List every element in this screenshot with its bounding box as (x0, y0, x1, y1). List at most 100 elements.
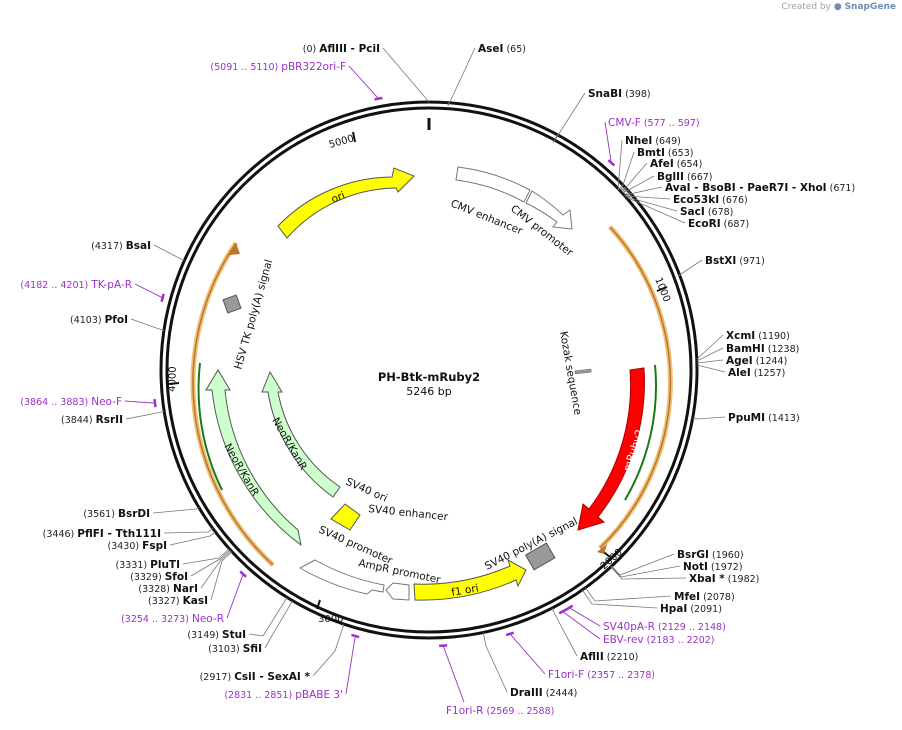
restriction-site[interactable]: (4317) BsaI (91, 240, 185, 261)
restriction-site[interactable]: NotI (1972) (610, 561, 743, 578)
site-leader-line (581, 589, 658, 609)
restriction-site[interactable]: AfeI (654) (621, 158, 702, 193)
site-leader-line (382, 47, 430, 103)
primer[interactable]: (4182 .. 4201) TK-pA-R (20, 279, 165, 303)
primer-leader-line (562, 611, 601, 640)
restriction-site[interactable]: XcmI (1190) (696, 330, 790, 360)
site-name: AgeI (726, 355, 753, 367)
site-label: NotI (1972) (683, 561, 743, 573)
restriction-site[interactable]: BglII (667) (622, 171, 713, 194)
site-leader-line (200, 550, 232, 589)
tick-label: 4000 (167, 366, 179, 392)
site-position: (1982) (728, 574, 760, 585)
primer-range: (2357 .. 2378) (587, 670, 655, 681)
restriction-site[interactable]: (3331) PluTI (116, 548, 230, 571)
restriction-site[interactable]: MfeI (2078) (585, 587, 735, 603)
restriction-site[interactable]: AleI (1257) (696, 364, 785, 379)
restriction-site[interactable]: BmtI (653) (620, 147, 694, 192)
site-position: (3103) (208, 644, 240, 655)
feature-ori[interactable]: ori (277, 167, 415, 239)
restriction-site[interactable]: NheI (649) (617, 135, 681, 192)
restriction-site[interactable]: (3446) PflFI - Tth111I (43, 528, 214, 540)
restriction-site[interactable]: BamHI (1238) (696, 343, 800, 362)
feature-kozak-sequence[interactable]: Kozak sequence (557, 330, 592, 416)
site-label: AseI (65) (478, 43, 526, 55)
site-label: XbaI * (1982) (689, 573, 759, 585)
primer-label: CMV-F (577 .. 597) (608, 117, 700, 129)
site-name: BstXI (705, 255, 736, 267)
restriction-site[interactable]: (3328) NarI (138, 550, 232, 595)
tick-label: 5000 (328, 133, 355, 151)
primer[interactable]: (3254 .. 3273) Neo-R (121, 570, 247, 625)
restriction-site[interactable]: Eco53kI (676) (625, 192, 748, 206)
restriction-site[interactable]: (0) AflIII - PciI (303, 43, 430, 103)
restriction-site[interactable]: BsrGI (1960) (611, 549, 744, 576)
primer[interactable]: F1ori-F (2357 .. 2378) (505, 631, 655, 681)
restriction-site[interactable]: (3329) SfoI (130, 549, 231, 583)
site-label: AvaI - BsoBI - PaeR7I - XhoI (671) (665, 182, 855, 194)
restriction-site[interactable]: EcoRI (687) (627, 194, 750, 230)
site-position: (3328) (138, 584, 170, 595)
primer[interactable]: (5091 .. 5110) pBR322ori-F (210, 61, 383, 101)
restriction-site[interactable]: AseI (65) (447, 43, 526, 107)
feature-neor-kanr-outer[interactable]: NeoR/KanR (205, 369, 302, 547)
site-leader-line (482, 632, 508, 693)
site-leader-line (617, 139, 624, 192)
restriction-site[interactable]: AvaI - BsoBI - PaeR7I - XhoI (671) (623, 182, 855, 196)
site-label: (3561) BsrDI (83, 508, 150, 520)
site-position: (676) (722, 195, 748, 206)
primer[interactable]: SV40pA-R (2129 .. 2148) (565, 604, 726, 633)
feature-sv40-ori[interactable]: SV40 ori (330, 476, 389, 531)
restriction-site[interactable]: BstXI (971) (677, 255, 765, 277)
restriction-site[interactable]: (3844) RsrII (61, 411, 165, 426)
site-name: AvaI - BsoBI - PaeR7I - XhoI (665, 182, 827, 194)
site-position: (687) (724, 219, 750, 230)
primer[interactable]: (3864 .. 3883) Neo-F (20, 396, 157, 408)
restriction-site[interactable]: (3327) KasI (148, 551, 233, 607)
restriction-site[interactable]: AgeI (1244) (696, 355, 787, 367)
site-leader-line (621, 162, 648, 193)
site-name: KasI (183, 595, 208, 607)
restriction-site[interactable]: (3149) StuI (187, 597, 288, 641)
feature-cmv-enhancer[interactable]: CMV enhancer (449, 166, 531, 238)
restriction-site[interactable]: (3430) FspI (108, 531, 216, 552)
feature-sv40-polya-signal[interactable]: SV40 poly(A) signal (483, 515, 580, 572)
primer[interactable]: (2831 .. 2851) pBABE 3' (224, 633, 360, 701)
site-label: BsrGI (1960) (677, 549, 744, 561)
site-position: (3149) (187, 630, 219, 641)
primer-range: (2183 .. 2202) (647, 635, 715, 646)
feature-sv40-promoter[interactable]: SV40 promoter (298, 524, 395, 595)
site-leader-line (152, 506, 200, 514)
restriction-site[interactable]: SacI (678) (626, 193, 733, 218)
restriction-site[interactable]: HpaI (2091) (581, 589, 722, 615)
site-label: (3327) KasI (148, 595, 208, 607)
restriction-site[interactable]: (3561) BsrDI (83, 506, 200, 520)
credit-prefix: Created by (781, 2, 831, 12)
restriction-site[interactable]: AflII (2210) (551, 608, 639, 663)
restriction-site[interactable]: (3103) SfiI (208, 600, 293, 655)
site-position: (2444) (546, 688, 578, 699)
feature-label-f1-ori: f1 ori (450, 582, 479, 599)
feature-f1-ori[interactable]: f1 ori (413, 558, 527, 601)
feature-neor-kanr-inner[interactable]: NeoR/KanR (261, 370, 341, 498)
primer[interactable]: CMV-F (577 .. 597) (604, 117, 700, 167)
restriction-site[interactable]: (4103) PfoI (70, 314, 165, 331)
site-position: (653) (668, 148, 694, 159)
site-name: SacI (680, 206, 705, 218)
restriction-site[interactable]: XbaI * (1982) (610, 566, 760, 585)
restriction-site[interactable]: DraIII (2444) (482, 632, 578, 699)
site-position: (2210) (607, 652, 639, 663)
site-name: SfoI (165, 571, 188, 583)
restriction-site[interactable]: PpuMI (1413) (692, 412, 800, 424)
feature-hsv-tk-polya-signal[interactable]: HSV TK poly(A) signal (222, 258, 275, 371)
primer-range: (5091 .. 5110) (210, 62, 278, 73)
site-leader-line (182, 548, 230, 565)
restriction-site[interactable]: SnaBI (398) (552, 88, 651, 144)
restriction-site[interactable]: (2917) CsiI - SexAI * (200, 624, 345, 683)
site-leader-line (169, 531, 216, 546)
primer-range: (2569 .. 2588) (487, 706, 555, 717)
site-position: (3327) (148, 596, 180, 607)
primer[interactable]: EBV-rev (2183 .. 2202) (558, 608, 715, 646)
primer[interactable]: F1ori-R (2569 .. 2588) (439, 644, 555, 717)
